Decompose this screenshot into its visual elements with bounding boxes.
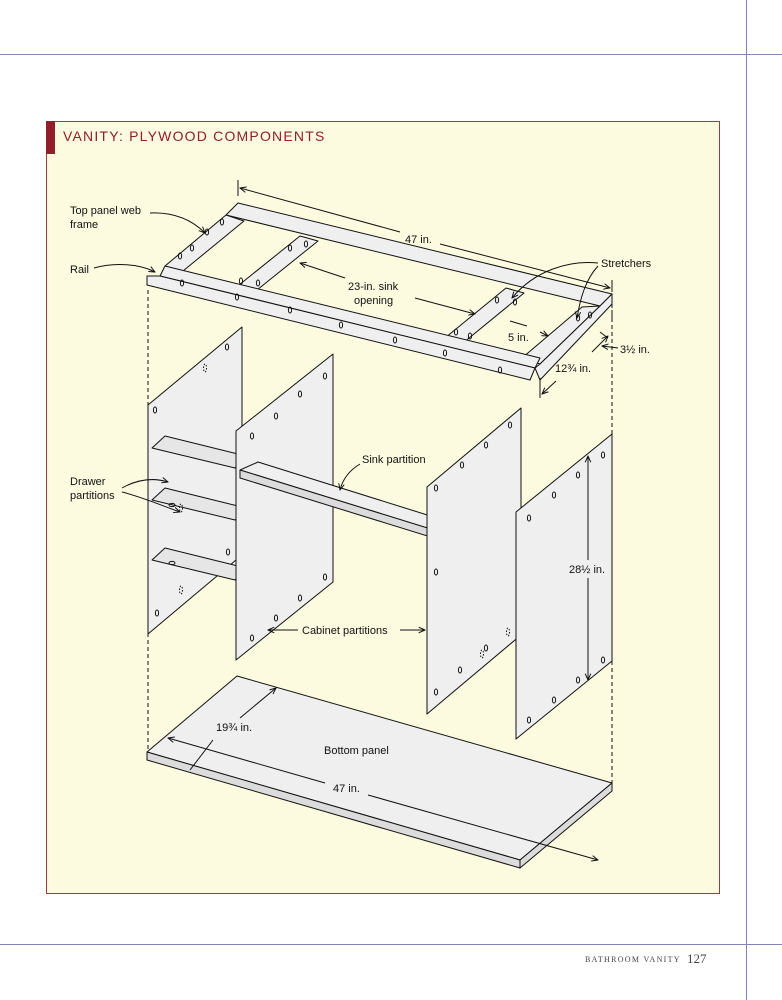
- dim-rail-width: 3½ in.: [620, 344, 650, 356]
- cabinet-partition-right: [426, 407, 522, 715]
- figure-title: VANITY: PLYWOOD COMPONENTS: [63, 128, 326, 144]
- label-bottom-panel: Bottom panel: [324, 745, 389, 757]
- dim-sink-opening-2: opening: [354, 295, 393, 307]
- label-top-panel: Top panel web: [70, 205, 141, 217]
- label-rail: Rail: [70, 264, 89, 276]
- header-rule: [0, 54, 782, 55]
- dim-bottom-depth: 19¾ in.: [216, 722, 252, 734]
- label-sink-partition: Sink partition: [362, 454, 426, 466]
- right-end-partition: [515, 433, 613, 740]
- dim-sink-opening: 23-in. sink: [348, 281, 399, 293]
- label-top-panel-2: frame: [70, 219, 98, 231]
- left-stretcher: [164, 214, 245, 272]
- cabinet-partition-left: [235, 353, 334, 661]
- dim-bottom-length: 47 in.: [333, 783, 360, 795]
- page-number: 127: [687, 951, 707, 966]
- label-cabinet-partitions: Cabinet partitions: [302, 625, 388, 637]
- footer-rule: [0, 944, 782, 945]
- label-stretchers: Stretchers: [601, 258, 652, 270]
- figure-title-bar: [46, 121, 55, 154]
- drawer-partition-assembly: [147, 326, 247, 635]
- bottom-panel: [146, 675, 613, 869]
- dim-stretcher-gap: 5 in.: [508, 332, 529, 344]
- inner-stretcher-left: [238, 235, 319, 291]
- label-drawer-partitions-2: partitions: [70, 490, 115, 502]
- dim-partition-height: 28½ in.: [569, 564, 605, 576]
- running-footer-section: BATHROOM VANITY: [585, 955, 681, 964]
- margin-rule: [746, 0, 747, 1000]
- label-drawer-partitions: Drawer: [70, 476, 106, 488]
- dim-top-depth: 12¾ in.: [555, 363, 591, 375]
- dim-top-length: 47 in.: [405, 234, 432, 246]
